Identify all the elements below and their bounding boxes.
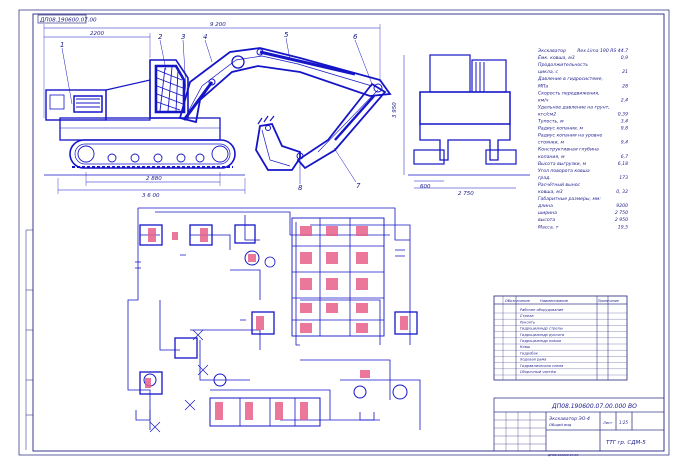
inner-frame xyxy=(32,13,665,452)
callouts: 1 2 3 4 5 6 7 8 xyxy=(60,31,361,192)
spec-label: Продолжительность xyxy=(538,62,588,68)
legend-table: Обозначение Наименование Примечание Рабо… xyxy=(493,295,628,381)
legend-row-name: Ковш xyxy=(520,345,531,349)
spec-value: 0,39 xyxy=(618,111,628,117)
legend-header-name: Наименование xyxy=(540,299,569,303)
spec-label: град. xyxy=(538,176,551,181)
legend-row-name: Гидроцилиндр рукояти xyxy=(520,333,565,337)
schematic-highlights xyxy=(145,226,408,420)
spec-value: 2,4 xyxy=(621,97,628,103)
dim-front-height: 3 950 xyxy=(392,102,398,118)
dim-overall-length: 9 200 xyxy=(210,22,226,28)
spec-label: копания, м xyxy=(538,155,565,160)
spec-label: Расчётный вынос xyxy=(538,182,581,188)
spec-label: ковша, м3 xyxy=(538,189,563,195)
callout-8: 8 xyxy=(298,184,303,192)
legend-row-name: Сборочный чертёж xyxy=(520,370,557,374)
spec-label: МПа xyxy=(538,83,548,89)
title-scale: 1:25 xyxy=(619,420,628,425)
spec-label: Радиус копания, м xyxy=(538,126,584,132)
spec-label: Габаритные размеры, мм: xyxy=(538,196,601,202)
dim-front-width: 2 750 xyxy=(458,191,474,197)
callout-1: 1 xyxy=(60,41,64,49)
dim-boom-reach: 2200 xyxy=(90,31,104,37)
legend-row-name: Стрела xyxy=(520,314,534,318)
spec-value: 19,5 xyxy=(618,224,628,230)
spec-label: длина xyxy=(537,204,553,209)
legend-row-name: Рукоять xyxy=(520,320,535,324)
spec-value: 2 750 xyxy=(615,210,628,216)
spec-label: Ёмк. ковша, м3 xyxy=(538,54,575,61)
spec-value: 21 xyxy=(622,69,628,75)
title-subtitle: Общий вид xyxy=(549,422,572,427)
spec-value: 0, 32 xyxy=(616,189,628,195)
spec-label: кгс/см2 xyxy=(538,111,556,117)
title-sheet: Лист xyxy=(602,421,613,425)
spec-value: 0,9 xyxy=(621,55,628,61)
legend-header-designation: Обозначение xyxy=(505,299,531,303)
hydraulic-schematic xyxy=(127,207,421,433)
spec-label: цикла, с xyxy=(538,70,559,75)
spec-value: 173 xyxy=(619,175,628,181)
legend-header-note: Примечание xyxy=(598,299,619,303)
legend-row-name: Ходовая рама xyxy=(519,358,546,362)
callout-2: 2 xyxy=(158,33,163,41)
spec-label: Радиус копания на уровне xyxy=(538,133,603,139)
callout-4: 4 xyxy=(203,33,207,41)
spec-label: высота xyxy=(538,218,555,223)
spec-label: Масса, т xyxy=(538,224,559,230)
legend-row-name: Гидроцилиндр стрелы xyxy=(520,327,563,331)
excavator-front-view xyxy=(403,54,530,189)
spec-value: 9200 xyxy=(616,203,628,209)
spec-label: км/ч xyxy=(538,97,549,103)
spec-value: 6,18 xyxy=(618,161,628,167)
title-name: Экскаватор ЭО-4 xyxy=(548,416,590,422)
sheet-border xyxy=(18,9,670,456)
spec-label: Скорость передвижения, xyxy=(538,90,600,96)
top-stamp: ДП08.190600.07.00 xyxy=(39,18,97,24)
callout-7: 7 xyxy=(356,182,361,190)
spec-label: Конструктивная глубина xyxy=(538,147,599,153)
spec-label: Экскаватор xyxy=(537,48,566,54)
spec-value: 6,7 xyxy=(621,154,628,160)
spec-label: ширина xyxy=(538,211,557,216)
spec-value: 9,4 xyxy=(621,140,628,146)
spec-label: Удельное давление на грунт, xyxy=(538,104,610,110)
legend-row-name: Гидробак xyxy=(520,351,539,355)
spec-label: Давление в гидросистеме, xyxy=(537,76,603,82)
dim-track-length: 2 880 xyxy=(146,176,162,182)
spec-label: Угол поворота ковша xyxy=(538,168,590,174)
spec-label: стоянки, м xyxy=(538,141,564,146)
spec-value: Rex Lima 190 RS 44.7 xyxy=(577,48,628,54)
excavator-side-view xyxy=(43,24,392,194)
callout-3: 3 xyxy=(181,33,185,41)
legend-row-name: Рабочее оборудование xyxy=(520,308,564,312)
left-margin-strip xyxy=(25,229,33,450)
title-block xyxy=(493,397,665,452)
spec-label: Высота выгрузки, м xyxy=(538,161,587,167)
spec-value: 2 950 xyxy=(615,217,628,223)
top-stamp-box xyxy=(37,14,87,24)
callout-6: 6 xyxy=(353,33,358,41)
title-org: ТТГ гр. СДМ-5 xyxy=(606,440,646,446)
dim-base-length: 3 6 00 xyxy=(142,193,160,199)
dim-front-track: 600 xyxy=(420,184,431,190)
legend-row-name: Гидроцилиндр ковша xyxy=(520,339,561,343)
spec-value: 3,4 xyxy=(621,119,628,125)
spec-value: 28 xyxy=(622,83,628,89)
title-code: ДП08.190600.07.00.000 ВО xyxy=(551,403,637,410)
stamp-bottom: ДП08.190600.07.00 xyxy=(547,453,578,457)
legend-row-name: Гидравлическая схема xyxy=(520,364,563,368)
spec-label: Тупость, м xyxy=(538,119,564,125)
callout-5: 5 xyxy=(284,31,289,39)
spec-value: 9,8 xyxy=(621,126,628,132)
